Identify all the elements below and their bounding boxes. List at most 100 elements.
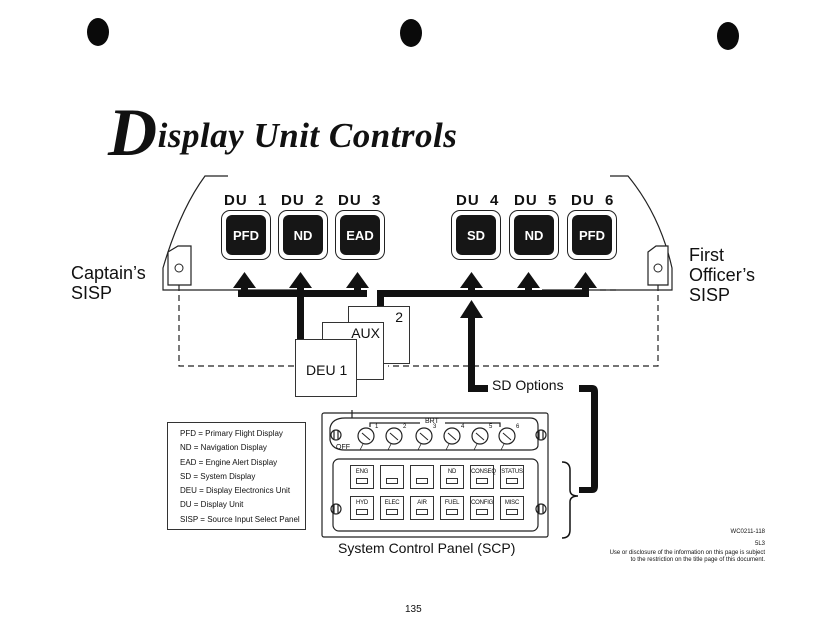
knob-indicator <box>389 432 399 441</box>
scp-button-misc[interactable]: MISC <box>500 496 524 520</box>
knob-off-tick <box>417 443 422 451</box>
knob-off-tick <box>387 443 392 451</box>
du-screen: SD <box>456 215 496 255</box>
legend-item: DU = Display Unit <box>180 500 244 510</box>
glareshield-outline-left <box>162 175 300 291</box>
fo-sisp-line3: SISP <box>689 285 731 305</box>
captain-sisp-label: Captain’s SISP <box>71 263 146 303</box>
legend-item: ND = Navigation Display <box>180 443 267 453</box>
du-label: DU 6 <box>571 192 615 209</box>
scp-button-eng[interactable]: ENG <box>350 465 374 489</box>
knob-number: 5 <box>489 424 493 430</box>
scp-button-lamp <box>506 478 518 484</box>
scp-button-air[interactable]: AIR <box>410 496 434 520</box>
du-screen: ND <box>514 215 554 255</box>
captain-sisp-dashed-link <box>178 285 295 367</box>
scp-button-label: ELEC <box>384 500 400 506</box>
scp-button-label: ENG <box>355 469 369 475</box>
scp-button-label: HYD <box>355 500 369 506</box>
knob-indicator <box>419 432 429 441</box>
scp-caption: System Control Panel (SCP) <box>338 540 516 556</box>
scp-button-lamp <box>356 509 368 515</box>
display-unit-6[interactable]: PFD <box>567 210 617 260</box>
scp-button-label: ND <box>447 469 457 475</box>
scp-button-label: CONSEQ <box>471 469 496 475</box>
du-screen: ND <box>283 215 323 255</box>
knob-indicator <box>475 432 485 441</box>
legend-item: SISP = Source Input Select Panel <box>180 514 300 524</box>
scp-button-lamp <box>416 509 428 515</box>
page-title: Display Unit Controls <box>108 98 457 166</box>
scp-button-lamp <box>356 478 368 484</box>
deu-1-box: DEU 1 <box>295 339 357 397</box>
scp-button-nd[interactable]: ND <box>440 465 464 489</box>
scp-button-elec[interactable]: ELEC <box>380 496 404 520</box>
knob-number: 2 <box>403 424 407 430</box>
scp-button-blank[interactable] <box>380 465 404 489</box>
du-label: DU 5 <box>514 192 558 209</box>
revision: 5L3 <box>754 541 765 547</box>
scp-button-conseq[interactable]: CONSEQ <box>470 465 496 489</box>
scp-button-lamp <box>416 478 428 484</box>
aux-label: AUX <box>351 325 380 341</box>
scp-button-lamp <box>386 509 398 515</box>
du-screen: PFD <box>226 215 266 255</box>
display-unit-2[interactable]: ND <box>278 210 328 260</box>
binder-hole-center <box>400 19 422 47</box>
abbreviation-legend: PFD = Primary Flight Display ND = Naviga… <box>167 422 306 530</box>
display-unit-3[interactable]: EAD <box>335 210 385 260</box>
scp-button-lamp <box>506 509 518 515</box>
knob-off-tick <box>359 443 364 451</box>
fo-sisp-panel <box>647 245 669 286</box>
glareshield-outline-right <box>542 175 673 291</box>
du-label: DU 1 <box>224 192 268 209</box>
sd-options-label: SD Options <box>492 377 564 393</box>
knob-off-tick <box>500 443 505 451</box>
deu-1-label: DEU 1 <box>306 362 348 378</box>
du-screen: PFD <box>572 215 612 255</box>
legend-item: PFD = Primary Flight Display <box>180 429 283 438</box>
brt-label: BRT <box>425 418 439 425</box>
scp-button-label: AIR <box>417 500 427 506</box>
legend-item: DEU = Display Electronics Unit <box>180 486 291 496</box>
knob-number: 6 <box>516 424 520 430</box>
disclaimer-line1: Use or disclosure of the information on … <box>609 550 765 556</box>
fo-sisp-dashed-link <box>388 285 659 367</box>
display-unit-1[interactable]: PFD <box>221 210 271 260</box>
scp-button-lamp <box>476 509 488 515</box>
captain-sisp-line2: SISP <box>71 283 113 303</box>
scp-button-blank[interactable] <box>410 465 434 489</box>
knob-indicator <box>447 432 457 441</box>
knob-off-tick <box>473 443 478 451</box>
du-label: DU 3 <box>338 192 382 209</box>
scp-button-status[interactable]: STATUS <box>500 465 524 489</box>
knob-off-tick <box>445 443 450 451</box>
display-unit-5[interactable]: ND <box>509 210 559 260</box>
legend-item: EAD = Engine Alert Display <box>180 457 278 467</box>
fo-sisp-line2: Officer’s <box>689 265 756 285</box>
title-rest: isplay Unit Controls <box>157 116 458 155</box>
captain-sisp-panel <box>167 245 192 286</box>
fo-sisp-line1: First <box>689 245 724 265</box>
fo-sisp-label: First Officer’s SISP <box>689 245 755 305</box>
knob-indicator <box>502 432 512 441</box>
title-initial: D <box>108 94 158 170</box>
scp-button-lamp <box>386 478 398 484</box>
scp-button-hyd[interactable]: HYD <box>350 496 374 520</box>
du-screen: EAD <box>340 215 380 255</box>
scp-button-lamp <box>446 478 458 484</box>
display-unit-4[interactable]: SD <box>451 210 501 260</box>
scp-brace <box>561 461 579 539</box>
knob-indicator <box>361 432 371 441</box>
knob-number: 3 <box>433 424 437 430</box>
scp-button-label: CONFIG <box>471 500 494 506</box>
off-label: OFF <box>336 444 350 451</box>
scp-button-fuel[interactable]: FUEL <box>440 496 464 520</box>
binder-hole-left <box>87 18 109 46</box>
scp-button-label: FUEL <box>444 500 460 506</box>
disclaimer-line2: to the restriction on the title page of … <box>630 557 765 563</box>
scp-button-config[interactable]: CONFIG <box>470 496 494 520</box>
scp-button-lamp <box>446 509 458 515</box>
scp-button-lamp <box>476 478 488 484</box>
